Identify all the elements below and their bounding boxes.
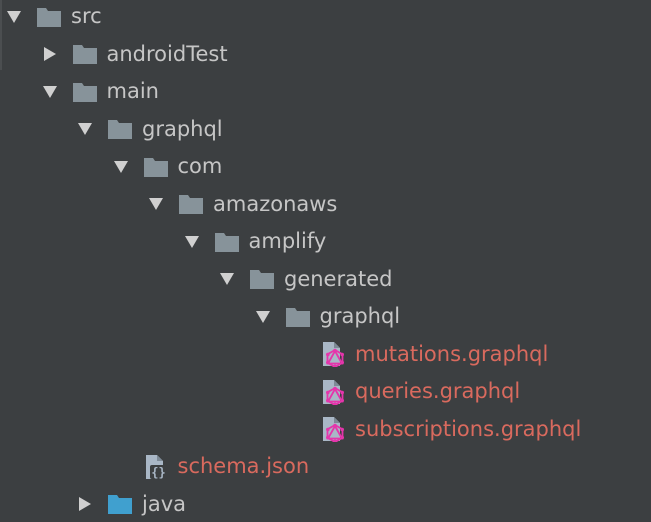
- tree-item-label: com: [177, 154, 223, 178]
- tree-item-amazonaws[interactable]: amazonaws: [144, 186, 337, 223]
- tree-item-label: amazonaws: [213, 191, 338, 216]
- folder-icon: [249, 266, 275, 292]
- tree-item-label: amplify: [248, 229, 327, 253]
- tree-item-label: src: [71, 4, 102, 28]
- folder-icon: [107, 116, 133, 142]
- tree-item-label: queries.graphql: [355, 379, 521, 403]
- tree-item-graphql[interactable]: graphql: [251, 298, 401, 335]
- tree-item-queries-graphql[interactable]: queries.graphql: [286, 373, 520, 410]
- tree-item-label: schema.json: [177, 454, 310, 478]
- expanded-arrow-icon[interactable]: [251, 298, 275, 335]
- expanded-arrow-icon[interactable]: [109, 148, 133, 185]
- tree-item-generated[interactable]: generated: [215, 261, 392, 298]
- tree-item-label: mutations.graphql: [355, 341, 549, 366]
- source-folder-icon: [107, 491, 133, 517]
- folder-icon: [285, 304, 311, 330]
- folder-icon: [72, 41, 98, 67]
- tree-item-mutations-graphql[interactable]: mutations.graphql: [286, 336, 548, 373]
- tree-item-label: androidTest: [106, 41, 228, 66]
- tree-item-java[interactable]: java: [73, 486, 186, 522]
- folder-icon: [178, 191, 204, 217]
- tree-item-label: graphql: [142, 116, 223, 141]
- expanded-arrow-icon[interactable]: [2, 0, 26, 35]
- tree-item-androidtest[interactable]: androidTest: [38, 36, 228, 73]
- tree-item-label: graphql: [319, 304, 401, 328]
- json-file-icon: {}: [143, 454, 169, 480]
- graphql-file-icon: [320, 416, 346, 442]
- folder-icon: [214, 229, 240, 255]
- expanded-arrow-icon[interactable]: [38, 73, 62, 110]
- expanded-arrow-icon[interactable]: [144, 186, 168, 223]
- tree-item-label: main: [106, 79, 159, 103]
- tree-item-label: java: [142, 491, 186, 516]
- tree-item-schema-json[interactable]: {} schema.json: [109, 448, 310, 485]
- tree-item-subscriptions-graphql[interactable]: subscriptions.graphql: [286, 411, 581, 448]
- expanded-arrow-icon[interactable]: [73, 111, 97, 148]
- folder-icon: [72, 79, 98, 105]
- tree-item-src[interactable]: src: [2, 0, 102, 35]
- graphql-file-icon: [320, 341, 346, 367]
- expanded-arrow-icon[interactable]: [180, 223, 204, 260]
- tree-item-label: generated: [284, 266, 393, 291]
- tree-item-com[interactable]: com: [109, 148, 223, 185]
- graphql-file-icon: [320, 379, 346, 405]
- panel-edge: [0, 0, 2, 70]
- svg-text:{}: {}: [151, 465, 165, 479]
- tree-item-main[interactable]: main: [38, 73, 159, 110]
- tree-item-amplify[interactable]: amplify: [180, 223, 327, 260]
- tree-item-graphql[interactable]: graphql: [73, 111, 223, 148]
- tree-item-label: subscriptions.graphql: [355, 416, 582, 441]
- collapsed-arrow-icon[interactable]: [73, 486, 97, 522]
- collapsed-arrow-icon[interactable]: [38, 36, 62, 73]
- folder-icon: [36, 4, 62, 30]
- expanded-arrow-icon[interactable]: [215, 261, 239, 298]
- folder-icon: [143, 154, 169, 180]
